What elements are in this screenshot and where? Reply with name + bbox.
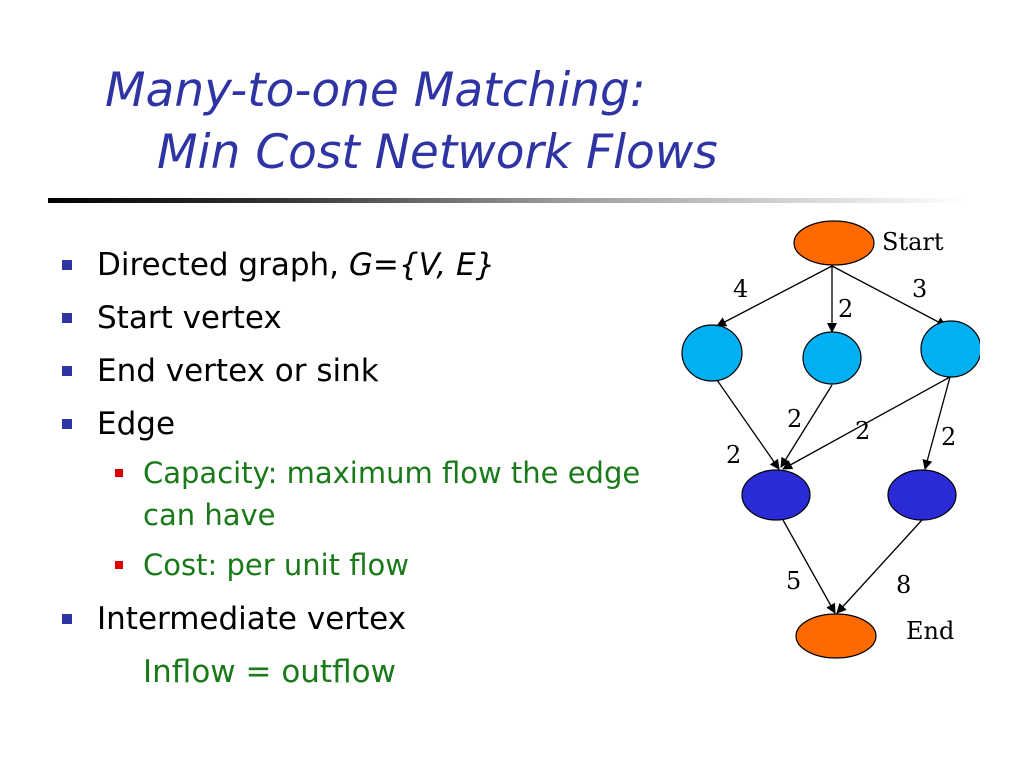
bullet-text: Edge [97,406,176,442]
edge-c-d [782,376,951,470]
bullet-end-vertex: End vertex or sink [60,346,660,399]
edge-label-b-d: 2 [787,405,802,433]
start-node-label: Start [882,228,944,256]
slide-title: Many-to-one Matching: Min Cost Network F… [105,60,718,184]
sub-bullet-cost: Cost: per unit flow [60,544,660,586]
edge-d-end [782,519,836,614]
edge-label-c-d: 2 [855,417,870,445]
sub-bullet-capacity: Capacity: maximum flow the edge can have [60,452,660,536]
edge-label-c-e: 2 [941,423,956,451]
flow-conservation-note: Inflow = outflow [143,654,396,690]
graph-notation: G={V, E} [348,247,496,283]
bullet-edge: Edge [60,399,660,452]
edges [716,265,951,614]
bullet-text: Start vertex [97,300,282,336]
edge-a-d [716,379,780,470]
nodes [681,220,980,659]
edge-start-c [831,265,947,327]
edge-b-d [780,384,833,468]
bullet-directed-graph: Directed graph, G={V, E} [60,240,660,293]
bullet-start-vertex: Start vertex [60,293,660,346]
title-line-1: Many-to-one Matching: [105,63,646,118]
edge-label-a-d: 2 [726,441,741,469]
bullet-marker [62,614,72,624]
edge-label-start-b: 2 [838,295,853,323]
edge-e-end [836,519,923,614]
sub-bullet-text: Capacity: maximum flow the edge can have [143,456,641,532]
bullet-marker [62,366,72,376]
sub-bullet-marker [115,469,123,477]
sub-bullet-text: Cost: per unit flow [143,548,409,582]
node-a [681,324,743,382]
bullet-text: End vertex or sink [97,353,379,389]
edge-label-start-c: 3 [912,275,927,303]
bullet-list: Directed graph, G={V, E} Start vertex En… [60,240,660,697]
title-line-2: Min Cost Network Flows [157,125,718,180]
bullet-intermediate-vertex: Intermediate vertex [60,594,660,647]
bullet-marker [62,313,72,323]
node-e [887,469,957,521]
node-end [795,613,877,659]
edge-c-e [922,376,951,470]
node-c [920,320,980,378]
edge-label-d-end: 5 [786,567,801,595]
edge-start-a [716,265,833,327]
bullet-text: Directed graph, [97,247,349,283]
edge-label-start-a: 4 [733,275,748,303]
end-node-label: End [906,617,954,645]
edge-label-e-end: 8 [896,571,911,599]
bullet-marker [62,419,72,429]
node-b [802,331,862,385]
sub-bullet-marker [115,561,123,569]
title-divider [48,198,968,203]
node-d [741,469,811,521]
bullet-text: Intermediate vertex [97,601,407,637]
labels: Start End 4 2 3 2 2 2 2 5 8 [726,228,956,645]
node-start [793,220,875,266]
flow-network-diagram: Start End 4 2 3 2 2 2 2 5 8 [681,220,980,659]
bullet-marker [62,260,72,270]
